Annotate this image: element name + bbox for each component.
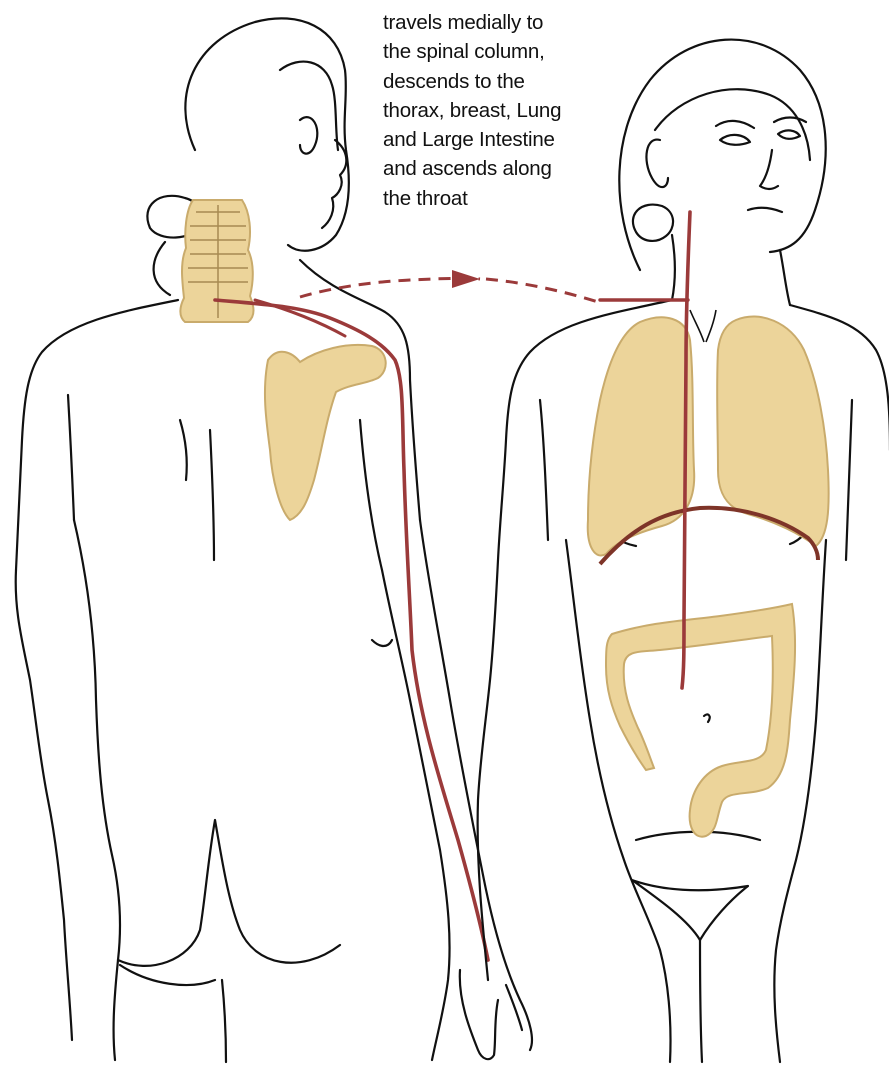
- back-right-elbow: [372, 640, 392, 646]
- front-mouth: [748, 208, 782, 212]
- front-torso-left: [566, 540, 671, 1062]
- back-hair-line: [280, 62, 338, 150]
- front-right-brow: [774, 118, 806, 123]
- back-scapula-crease: [180, 420, 187, 480]
- front-left-brow: [716, 121, 754, 128]
- front-nose: [760, 150, 778, 189]
- back-left-arm-inner: [68, 395, 74, 520]
- front-navel: [704, 714, 710, 722]
- front-right-arm-inner: [846, 400, 852, 560]
- back-face-profile: [322, 140, 346, 228]
- caption-line: and ascends along: [383, 154, 623, 183]
- front-right-eye: [778, 130, 800, 138]
- front-left-eye: [720, 135, 750, 145]
- front-ear: [646, 140, 668, 188]
- back-leg-divide: [222, 980, 226, 1062]
- back-spine-crease: [210, 430, 214, 560]
- front-left-arm-inner: [540, 400, 548, 540]
- front-pubic-triangle: [632, 880, 748, 940]
- back-right-arm-outer: [420, 520, 532, 1050]
- trachea: [690, 310, 716, 342]
- back-buttocks: [118, 820, 340, 966]
- front-leg-divide: [700, 940, 702, 1062]
- caption-line: descends to the: [383, 67, 623, 96]
- pathway-caption: travels medially to the spinal column, d…: [383, 8, 623, 213]
- back-ponytail: [154, 242, 170, 295]
- front-neck-left: [672, 235, 675, 300]
- back-ear: [300, 117, 317, 154]
- front-hair-line: [655, 89, 810, 160]
- back-torso-left: [74, 520, 120, 1060]
- caption-line: and Large Intestine: [383, 125, 623, 154]
- connection-dashed-tail: [486, 279, 598, 302]
- connection-arrowhead: [452, 270, 480, 288]
- front-neck-right: [780, 250, 790, 305]
- right-lung: [717, 317, 829, 546]
- front-head-outline: [619, 40, 825, 270]
- back-left-arm-outer: [16, 570, 72, 1040]
- caption-line: the spinal column,: [383, 37, 623, 66]
- back-meridian-line: [215, 300, 488, 960]
- caption-line: thorax, breast, Lung: [383, 96, 623, 125]
- front-hair-bun: [633, 205, 673, 241]
- back-left-shoulder: [16, 300, 178, 570]
- large-intestine: [606, 604, 795, 837]
- left-lung: [588, 317, 694, 555]
- back-buttock-fold: [120, 965, 215, 985]
- caption-line: travels medially to: [383, 8, 623, 37]
- caption-line: the throat: [383, 184, 623, 213]
